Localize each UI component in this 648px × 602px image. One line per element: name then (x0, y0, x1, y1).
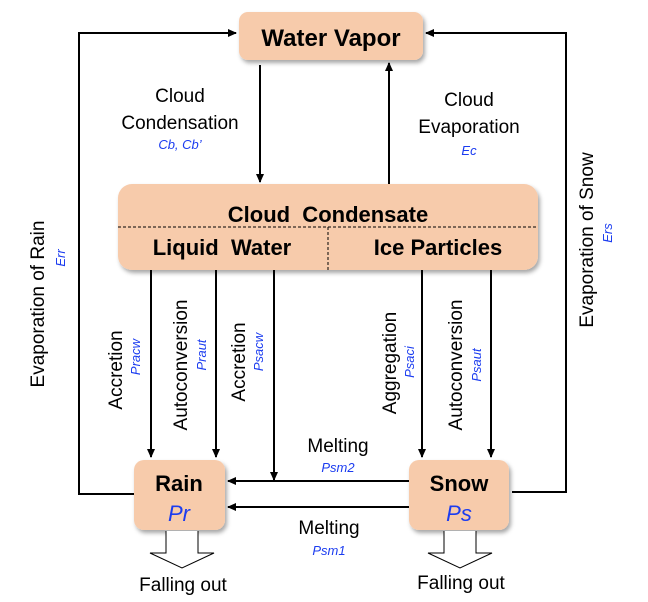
water-vapor-label: Water Vapor (261, 25, 400, 52)
accretion-rain-label: Accretion (106, 330, 127, 409)
melting-psm2-label: Melting (307, 436, 368, 457)
autoconversion-snow-symbol: Psaut (469, 347, 484, 382)
rain-node: Rain Pr (134, 460, 225, 530)
snow-label: Snow (430, 471, 490, 496)
aggregation-label: Aggregation (380, 312, 401, 414)
cloud-condensate-node: Cloud Condensate Liquid Water Ice Partic… (118, 184, 538, 270)
cloud-condensation-line1: Cloud (155, 86, 205, 107)
aggregation-symbol: Psaci (402, 345, 417, 378)
snow-falling-arrow-icon (427, 531, 493, 569)
evaporation-snow-symbol: Ers (600, 223, 615, 243)
autoconversion-rain-label: Autoconversion (171, 300, 192, 431)
snow-symbol: Ps (446, 501, 472, 526)
accretion-snow-label: Accretion (229, 322, 250, 401)
rain-label: Rain (155, 471, 203, 496)
evaporation-snow-label: Evaporation of Snow (577, 152, 598, 328)
cloud-evaporation-symbol: Ec (461, 143, 477, 158)
evaporation-rain-symbol: Err (53, 249, 68, 267)
snow-falling-label: Falling out (417, 573, 505, 594)
rain-falling-label: Falling out (139, 575, 227, 596)
snow-node: Snow Ps (409, 460, 509, 530)
ice-particles-label: Ice Particles (374, 235, 502, 260)
accretion-rain-symbol: Pracw (128, 337, 143, 375)
autoconversion-snow-label: Autoconversion (446, 300, 467, 431)
cloud-evaporation-line1: Cloud (444, 90, 494, 111)
accretion-snow-symbol: Psacw (251, 331, 266, 371)
rain-falling-arrow-icon (149, 531, 215, 569)
evaporation-snow-arrow (425, 29, 567, 493)
evaporation-rain-label: Evaporation of Rain (28, 221, 49, 388)
cloud-evaporation-line2: Evaporation (418, 117, 519, 138)
autoconversion-rain-symbol: Praut (194, 338, 209, 370)
cloud-condensation-line2: Condensation (121, 113, 238, 134)
rain-symbol: Pr (168, 501, 192, 526)
water-vapor-node: Water Vapor (239, 12, 423, 60)
melting-psm1-label: Melting (298, 518, 359, 539)
liquid-water-label: Liquid Water (153, 235, 292, 260)
evaporation-rain-arrow (78, 29, 237, 495)
cloud-condensation-symbol: Cb, Cb’ (158, 137, 202, 152)
melting-psm1-symbol: Psm1 (312, 543, 345, 558)
cloud-condensate-label: Cloud Condensate (228, 202, 428, 227)
melting-psm2-symbol: Psm2 (321, 460, 355, 475)
